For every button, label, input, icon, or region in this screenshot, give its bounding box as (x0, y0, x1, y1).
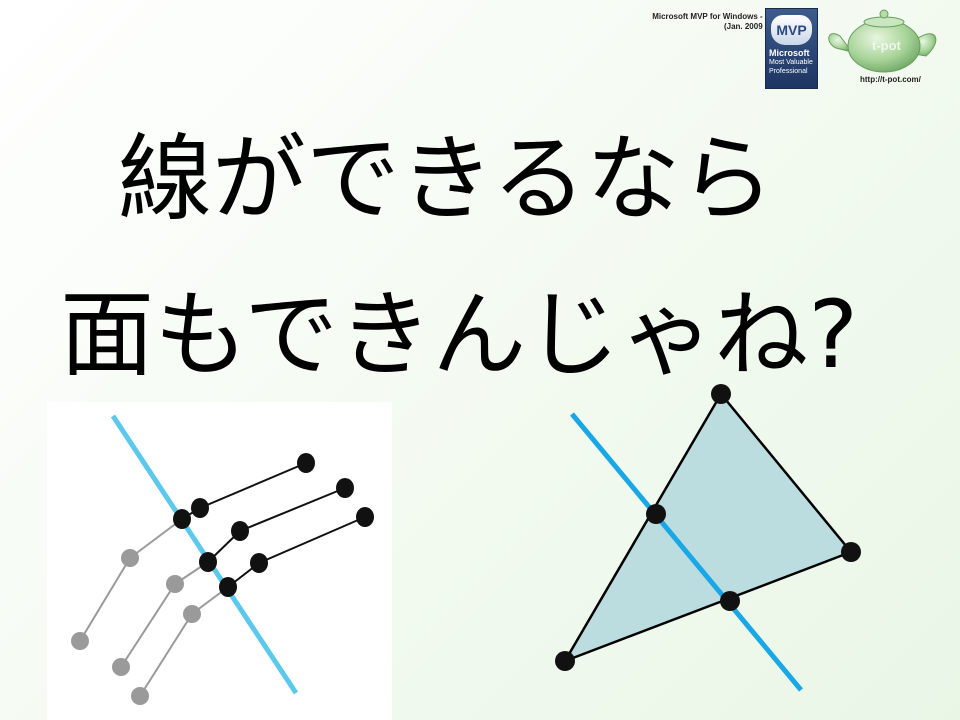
mvp-logo-letters: MVP (771, 15, 812, 45)
black-dot (199, 552, 217, 572)
intersection-dot (646, 504, 666, 524)
left-strip3-gray (139, 586, 229, 697)
gray-dot (131, 687, 149, 705)
mvp-badge-professional: Professional (769, 68, 808, 75)
black-dot (173, 509, 191, 529)
mvp-badge-microsoft: Microsoft (769, 48, 810, 58)
gray-dot (121, 549, 139, 567)
black-dot (231, 521, 249, 541)
title-line1: 線ができるなら (118, 125, 775, 234)
black-dot (336, 478, 354, 498)
gray-dot (112, 658, 130, 676)
right-triangle (562, 391, 854, 664)
left-figure (71, 414, 374, 705)
gray-dot (166, 575, 184, 593)
intersection-dot (720, 591, 740, 611)
right-figure (555, 384, 861, 692)
black-dot (219, 577, 237, 597)
black-dot (356, 507, 374, 527)
left-strip2-black (207, 487, 346, 563)
right-cut-line (570, 412, 803, 692)
gray-dot (71, 632, 89, 650)
site-url: http://t-pot.com/ (860, 75, 921, 84)
mvp-caption-line1: Microsoft MVP for Windows - XNA/DirectX (652, 12, 812, 21)
triangle-vertex-dot (841, 542, 861, 562)
triangle-vertex-dot (711, 384, 731, 404)
mvp-badge-most-valuable: Most Valuable (769, 59, 813, 66)
black-dot (297, 453, 315, 473)
left-figure-panel (47, 402, 392, 720)
left-strip1-gray (79, 518, 183, 642)
teapot-logo-icon: t-pot (828, 9, 937, 73)
triangle-vertex-dot (555, 651, 575, 671)
black-dot (191, 498, 209, 518)
teapot-text: t-pot (872, 38, 902, 53)
gray-dot (183, 605, 201, 623)
black-dot (250, 553, 268, 573)
mvp-badge-text: Microsoft Most Valuable Professional (769, 49, 816, 76)
title-line2: 面もできんじゃね? (60, 281, 859, 390)
mvp-badge: MVP Microsoft Most Valuable Professional (765, 8, 818, 89)
